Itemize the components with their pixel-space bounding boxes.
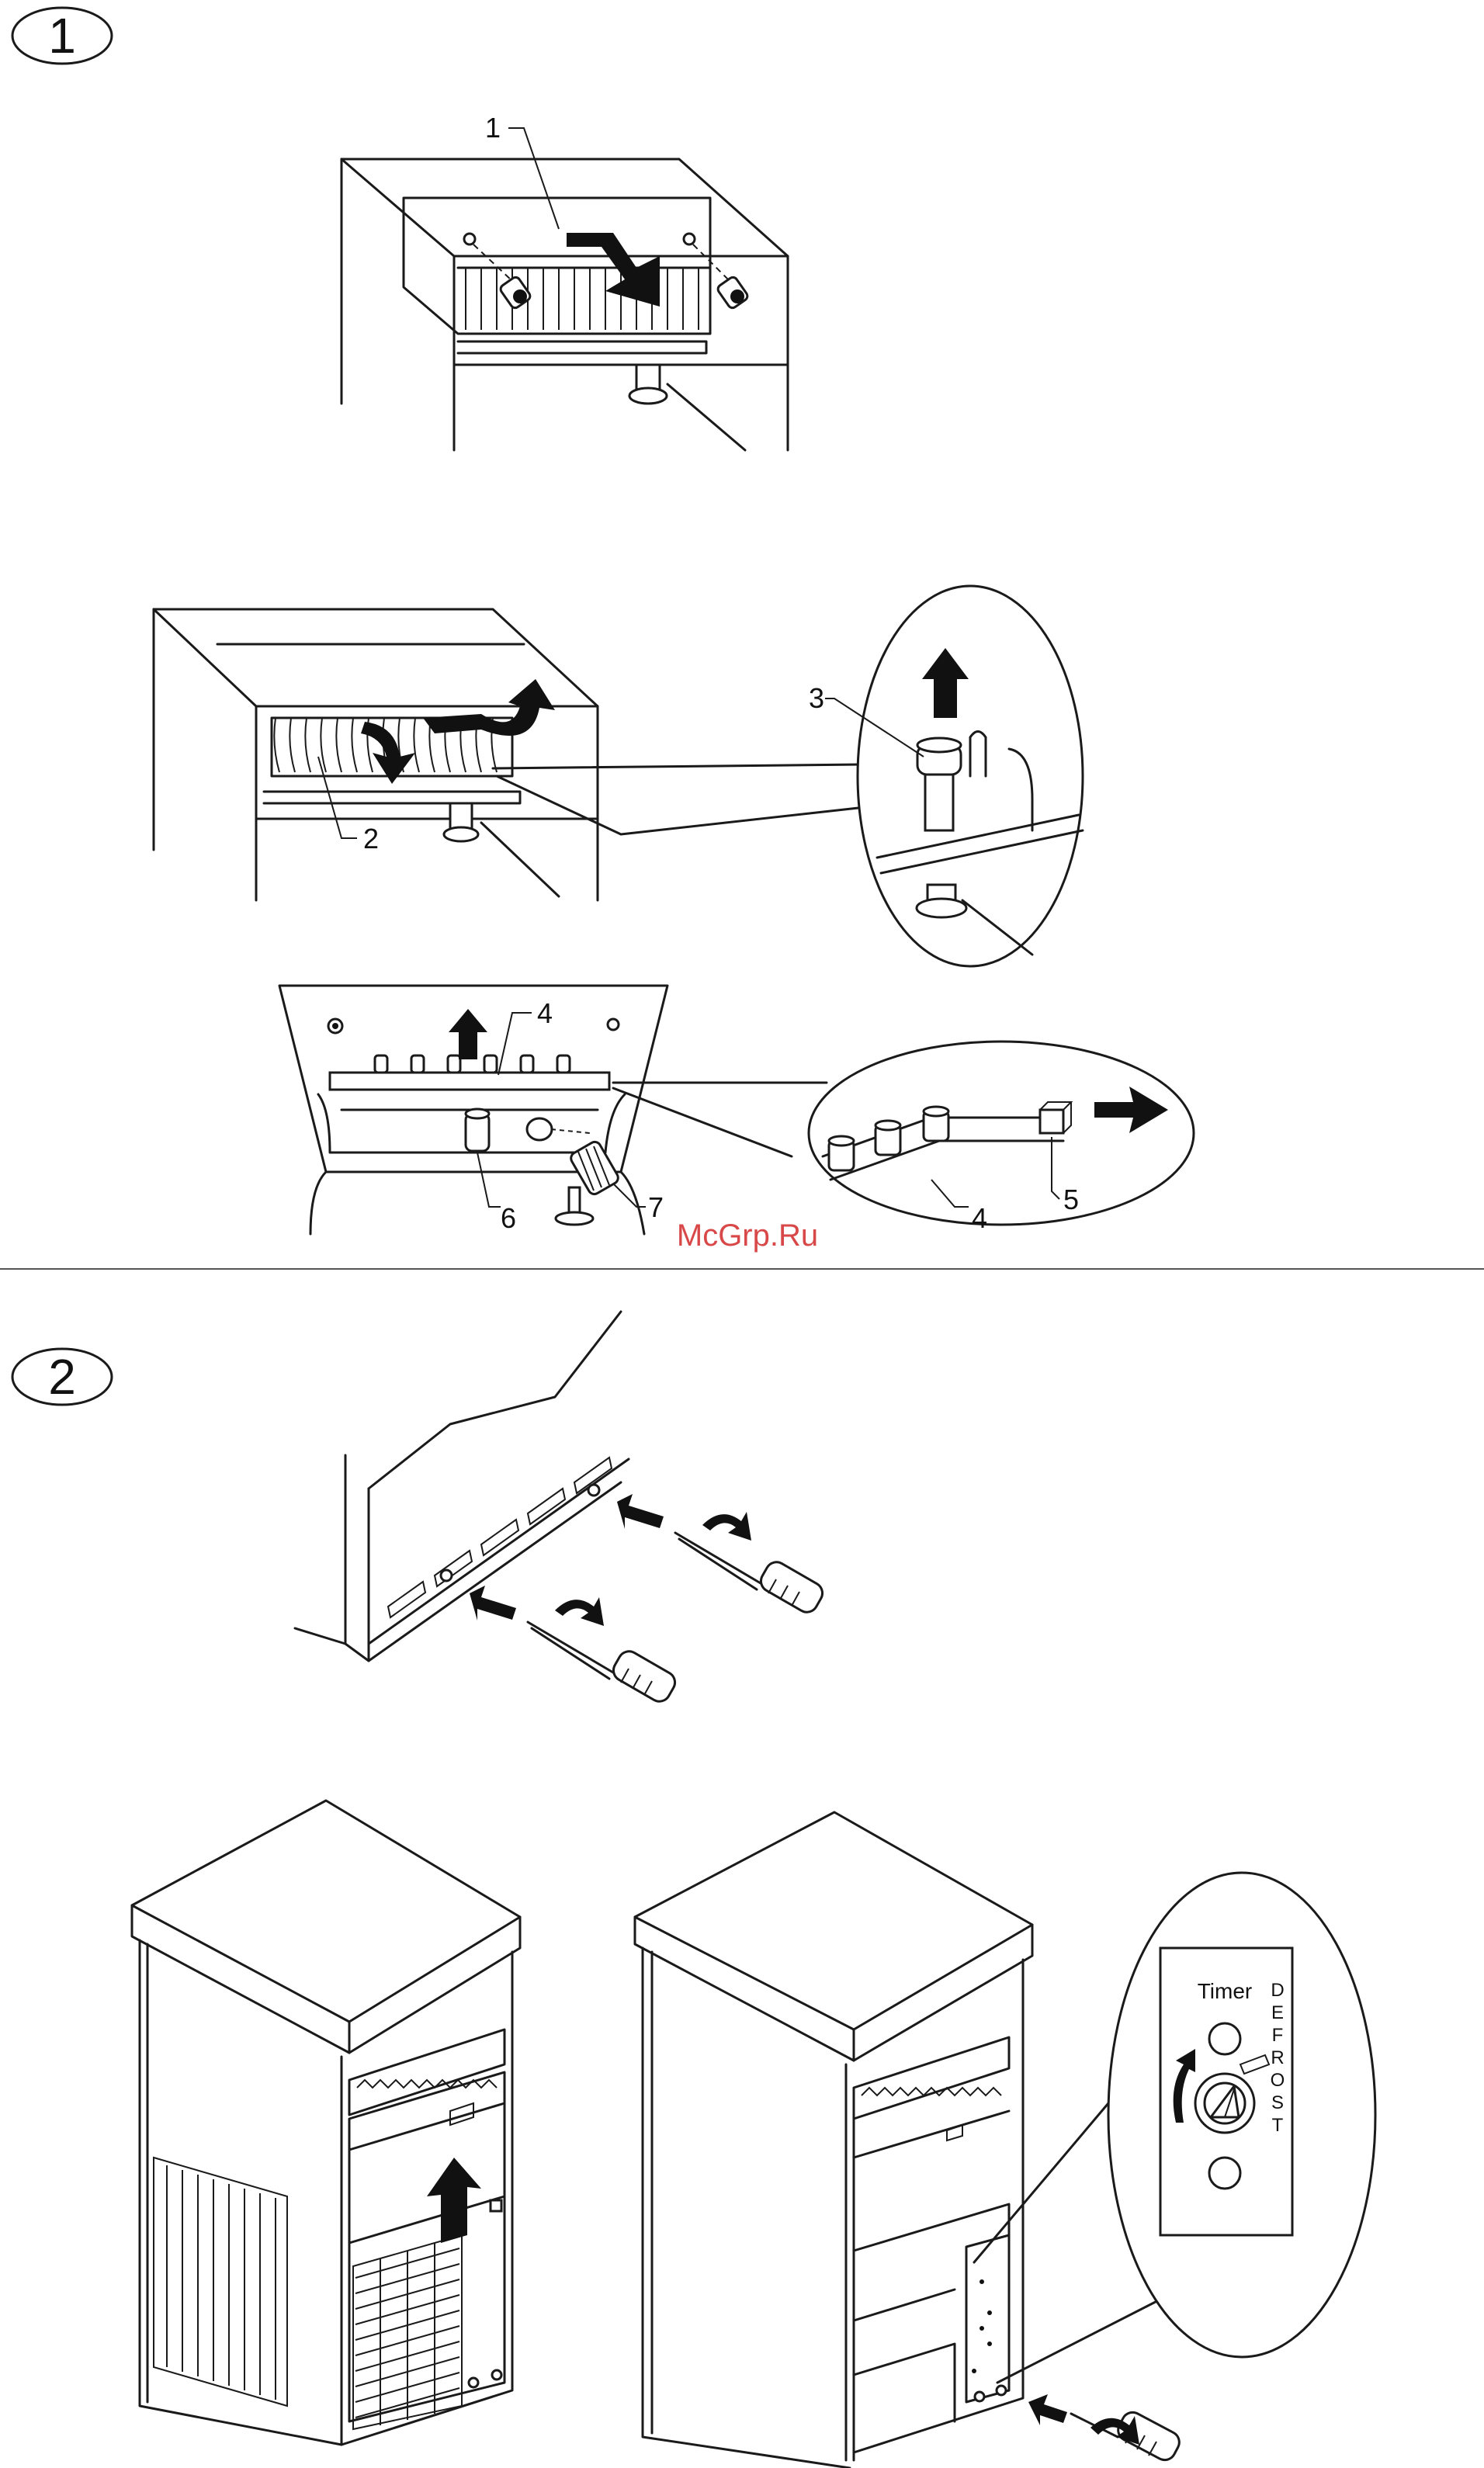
screwdriver-1-icon [528, 1622, 679, 1705]
timer-label: Timer [1198, 1979, 1253, 2003]
push-arrow-1-icon [470, 1586, 516, 1620]
defrost-letter-d: D [1271, 1980, 1284, 2001]
lift-out-arrow-icon [423, 679, 555, 736]
defrost-letter-o: O [1271, 2070, 1285, 2091]
step-2-badge: 2 [12, 1349, 112, 1405]
pin-detail-circle [858, 586, 1083, 966]
timer-screw-top-icon [1209, 2023, 1240, 2054]
defrost-letter-f: F [1272, 2025, 1284, 2046]
remove-panel-up-arrow-icon [427, 2158, 481, 2243]
timer-detail-ellipse: Timer D E F R O S T [1108, 1873, 1375, 2357]
figure-2a-front-panel-screws [295, 1312, 827, 1705]
screwdriver-2-icon [675, 1533, 827, 1616]
figure-1c-water-distributor: 4 6 7 4 5 [279, 986, 1194, 1234]
figure-2b-ice-maker-front [132, 1801, 520, 2445]
grille-slats [466, 268, 699, 330]
step-1-badge: 1 [12, 8, 112, 64]
callout-7: 7 [648, 1191, 664, 1223]
step-1-number: 1 [48, 8, 76, 64]
front-louver-grille [353, 2235, 462, 2429]
step-2-number: 2 [48, 1349, 76, 1405]
figure-2c-ice-maker-timer [635, 1812, 1183, 2468]
callout-4a: 4 [537, 997, 553, 1029]
vent-slots [388, 1458, 612, 1617]
defrost-letter-r: R [1271, 2047, 1284, 2068]
callout-3: 3 [809, 682, 824, 714]
defrost-letter-s: S [1271, 2092, 1284, 2113]
unscrew-arrow-1-icon [555, 1597, 604, 1626]
callout-2: 2 [363, 823, 379, 854]
callout-1: 1 [485, 112, 501, 144]
timer-screw-bottom-icon [1209, 2158, 1240, 2189]
watermark-text: McGrp.Ru [677, 1218, 818, 1253]
figure-1b-grille-removal: 2 3 [154, 586, 1083, 966]
screw-left-icon [464, 234, 532, 310]
push-arrow-2-icon [617, 1494, 664, 1529]
distributor-detail-ellipse [809, 1042, 1194, 1225]
screw-right-icon [684, 234, 749, 310]
defrost-letter-e: E [1271, 2002, 1284, 2023]
side-louver-grille [154, 2158, 287, 2406]
callout-4b: 4 [972, 1202, 987, 1234]
defrost-label-vertical: D E F R O S T [1271, 1980, 1285, 2136]
figure-1a-evaporator-cover: 1 [342, 112, 788, 450]
defrost-letter-t: T [1272, 2115, 1284, 2136]
lift-distributor-arrow-icon [449, 1009, 487, 1059]
callout-6: 6 [501, 1202, 516, 1234]
unscrew-arrow-2-icon [702, 1512, 751, 1541]
timer-knob-icon[interactable] [1195, 2074, 1254, 2133]
pull-down-arrow-icon [567, 233, 660, 307]
insert-screwdriver-arrow-icon [1028, 2394, 1067, 2425]
callout-5: 5 [1063, 1184, 1079, 1215]
